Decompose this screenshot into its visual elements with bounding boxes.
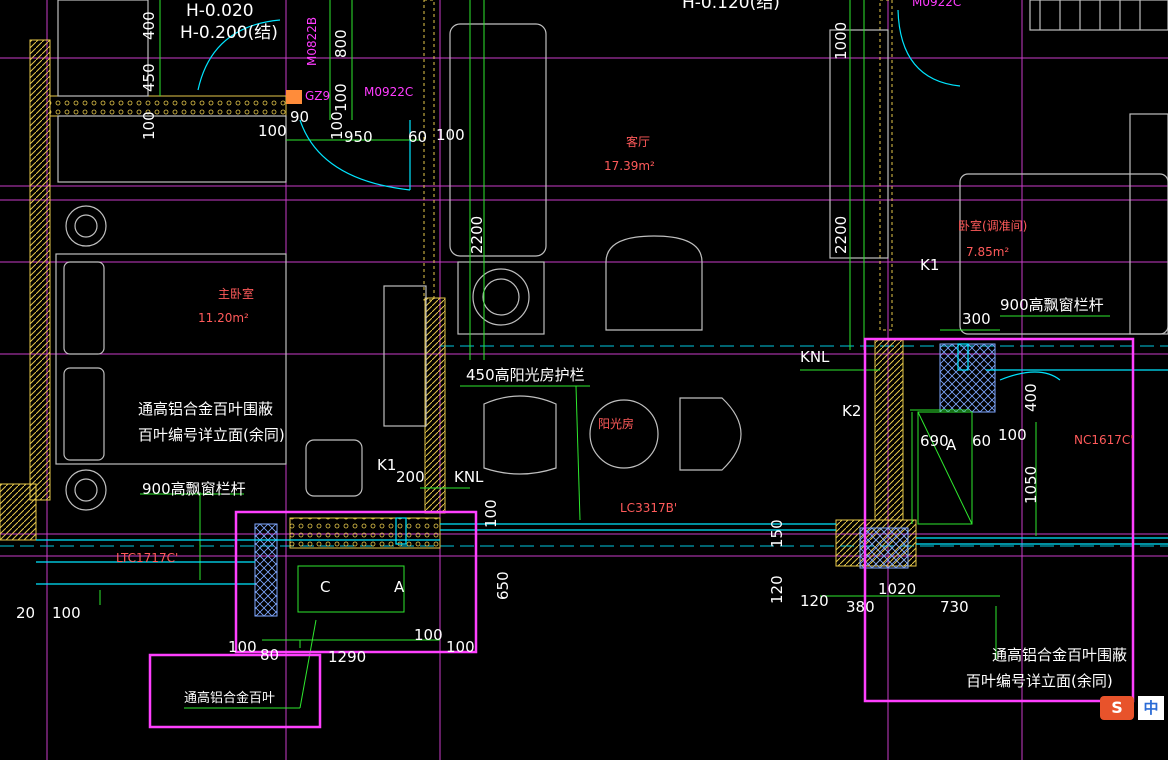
dim-100f: 100: [998, 426, 1027, 444]
column-tag-gz9: GZ9: [305, 89, 330, 103]
label-louver-note-r1: 通高铝合金百叶围蔽: [992, 646, 1127, 664]
label-louver-note-l2: 百叶编号详立面(余同): [138, 426, 285, 444]
dim-120b: 120: [800, 592, 829, 610]
label-louver-short: 通高铝合金百叶: [184, 690, 275, 706]
dim-90: 90: [290, 108, 309, 126]
dim-1290: 1290: [328, 648, 366, 666]
door-arcs: [36, 9, 1168, 585]
dim-100d: 100: [436, 126, 465, 144]
label-rail-900-left: 900高飘窗栏杆: [142, 480, 246, 498]
door-tag-m0822b: M0822B: [305, 17, 319, 66]
dim-650: 650: [494, 571, 512, 600]
dim-100a: 100: [332, 83, 350, 112]
dim-200: 200: [396, 468, 425, 486]
dim-100g: 100: [482, 499, 500, 528]
dim-100i: 100: [228, 638, 257, 656]
room-area-bedroom: 7.85m²: [966, 245, 1009, 259]
dim-690: 690: [920, 432, 949, 450]
ime-language-toggle[interactable]: 中: [1138, 696, 1164, 720]
dim-450: 450: [140, 63, 158, 92]
room-name-bedroom: 卧室(调准间): [958, 218, 1027, 233]
label-louver-note-r2: 百叶编号详立面(余同): [966, 672, 1113, 690]
label-k2: K2: [842, 402, 861, 420]
dim-730: 730: [940, 598, 969, 616]
walls: [0, 0, 996, 617]
dim-100c: 100: [140, 111, 158, 140]
dim-2200a: 2200: [468, 216, 486, 254]
dimension-lines: [99, 0, 1110, 709]
room-area-living: 17.39m²: [604, 159, 655, 173]
dim-60b: 60: [972, 432, 991, 450]
dim-100b: 100: [258, 122, 287, 140]
annotations: H-0.020 H-0.200(结) H-0.120(结) M0922C M09…: [16, 0, 1134, 706]
column-marker: [286, 90, 302, 104]
label-k1-left: K1: [377, 456, 396, 474]
dim-1050: 1050: [1022, 466, 1040, 504]
label-k1-right: K1: [920, 256, 939, 274]
furniture: [55, 0, 1168, 511]
dim-120a: 120: [768, 575, 786, 604]
dim-20: 20: [16, 604, 35, 622]
label-sun-rail: 450高阳光房护栏: [466, 366, 585, 384]
dim-60a: 60: [408, 128, 427, 146]
label-knl-right: KNL: [800, 348, 830, 366]
dim-100k: 100: [446, 638, 475, 656]
window-tag-lc3317b: LC3317B': [620, 501, 677, 515]
label-louver-note-l1: 通高铝合金百叶围蔽: [138, 400, 273, 418]
window-tag-nc1617c: NC1617C': [1074, 433, 1134, 447]
dim-400b: 400: [1022, 383, 1040, 412]
dim-950: 950: [344, 128, 373, 146]
dim-1020: 1020: [878, 580, 916, 598]
dim-380: 380: [846, 598, 875, 616]
label-c: C: [320, 578, 330, 596]
elevation-top1: H-0.020: [186, 1, 254, 21]
dim-100h: 100: [52, 604, 81, 622]
highlight-boxes: [148, 337, 1135, 729]
dim-1000: 1000: [832, 22, 850, 60]
ime-indicator[interactable]: S 中: [1096, 694, 1168, 722]
elevation-top2: H-0.200(结): [180, 23, 278, 43]
dim-400: 400: [140, 11, 158, 40]
dim-100e-b: 100: [328, 111, 346, 140]
window-tag-ltc1717c: LTC1717C': [116, 551, 178, 565]
door-tag-m0922c-a: M0922C: [912, 0, 961, 9]
label-knl-left: KNL: [454, 468, 484, 486]
dim-150: 150: [768, 519, 786, 548]
room-name-sunroom: 阳光房: [598, 416, 634, 431]
dim-100j: 100: [414, 626, 443, 644]
label-rail-900-right: 900高飘窗栏杆: [1000, 296, 1104, 314]
label-a1: A: [394, 578, 405, 596]
elevation-top3: H-0.120(结): [682, 0, 780, 13]
dashed-lines: [0, 345, 1168, 547]
dim-800: 800: [332, 29, 350, 58]
door-tag-m0922c-b: M0922C: [364, 85, 413, 99]
dim-80: 80: [260, 646, 279, 664]
room-name-master: 主卧室: [218, 286, 254, 301]
room-area-master: 11.20m²: [198, 311, 249, 325]
dim-300: 300: [962, 310, 991, 328]
room-name-living: 客厅: [626, 134, 650, 149]
label-a2: A: [946, 436, 957, 454]
sogou-logo-icon[interactable]: S: [1100, 696, 1134, 720]
dim-2200b: 2200: [832, 216, 850, 254]
